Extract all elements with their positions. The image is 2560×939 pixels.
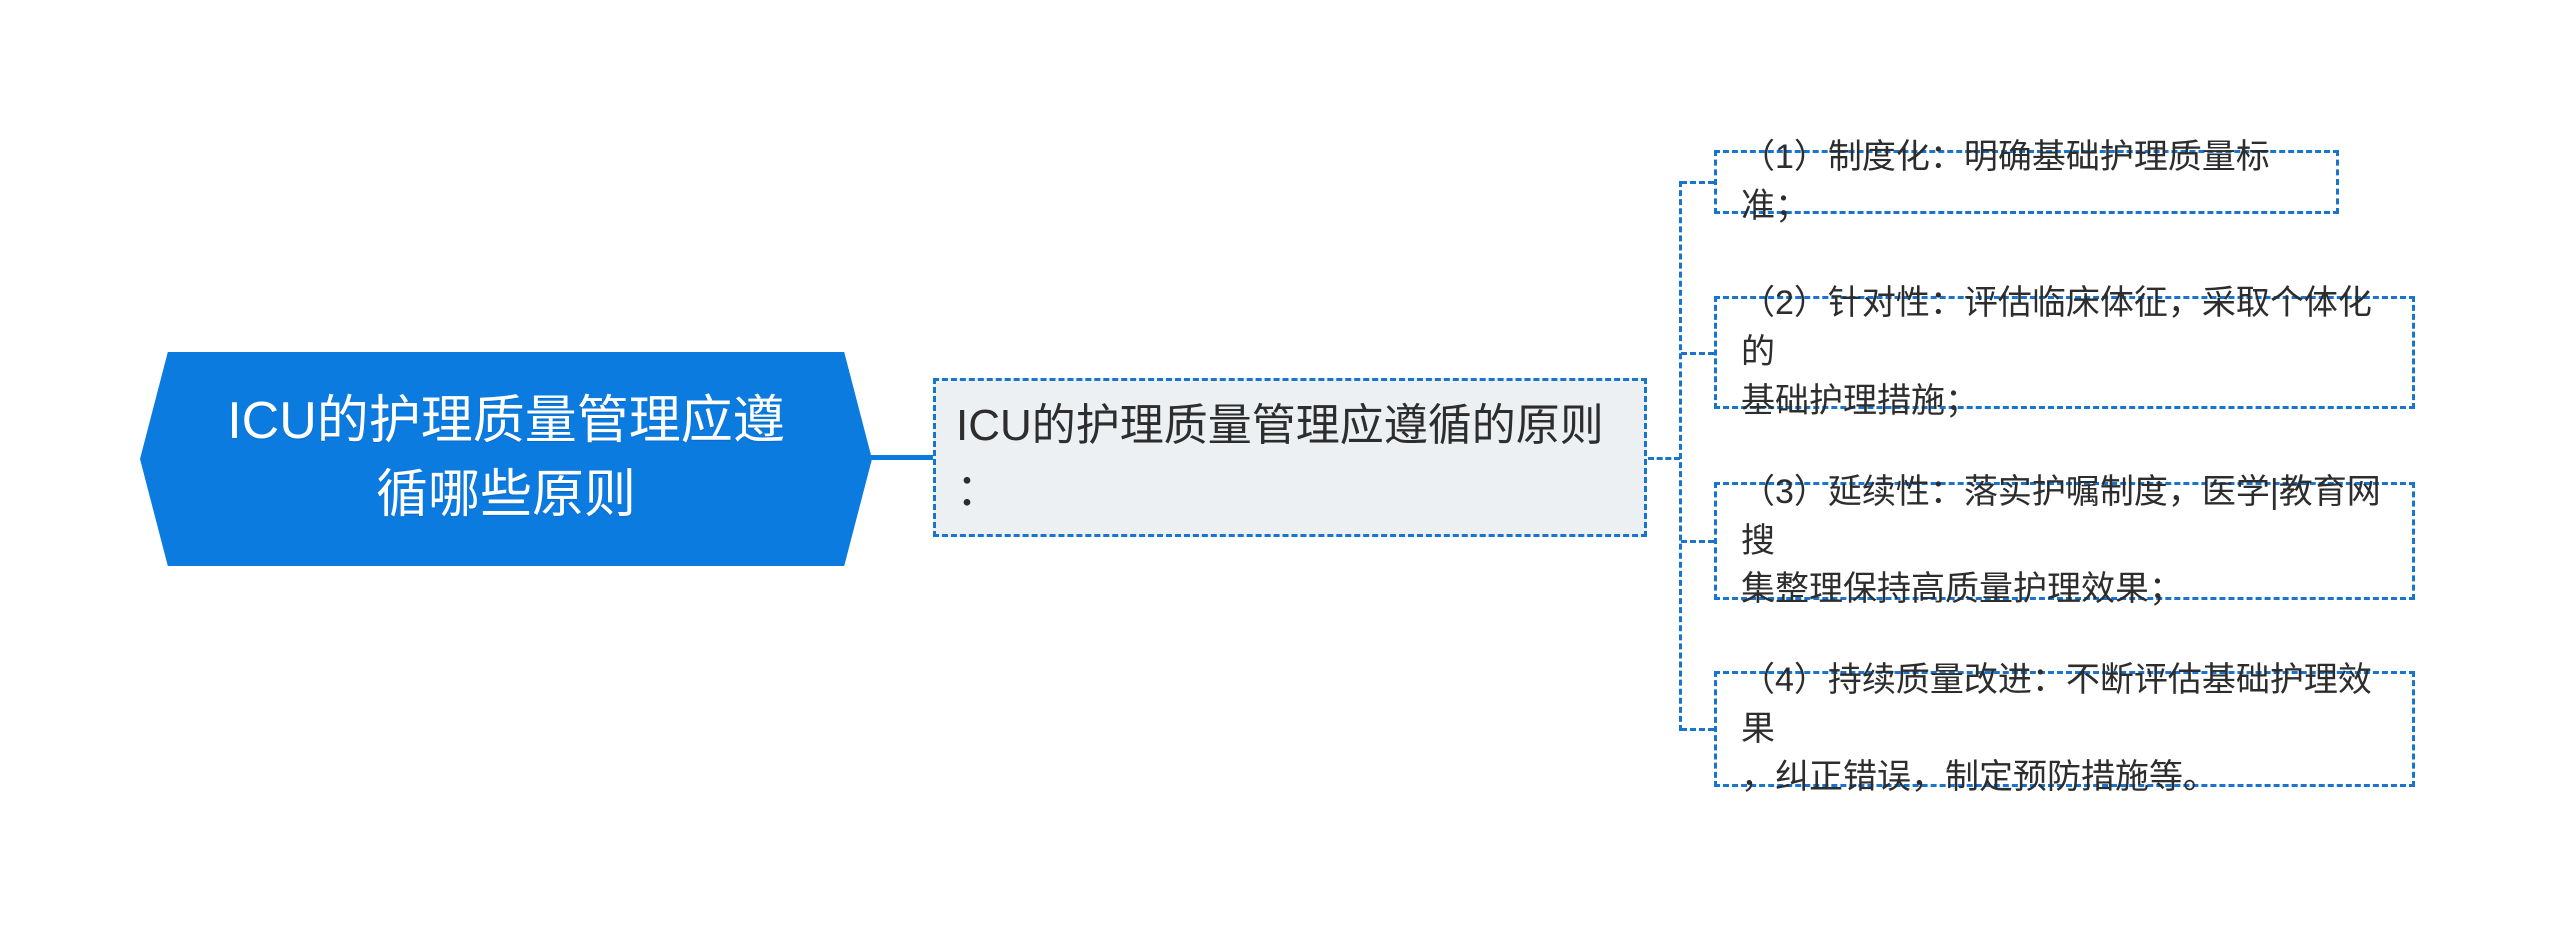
branch-spine-line bbox=[1679, 181, 1682, 731]
leaf-node-1[interactable]: （1）制度化：明确基础护理质量标准； bbox=[1714, 138, 2339, 225]
connector-branch-3 bbox=[1681, 540, 1714, 543]
leaf-node-4-label: （4）持续质量改进：不断评估基础护理效果 ，纠正错误，制定预防措施等。 bbox=[1741, 660, 2372, 797]
root-topic-node[interactable]: ICU的护理质量管理应遵 循哪些原则 bbox=[140, 352, 872, 566]
connector-branch-1 bbox=[1681, 181, 1714, 184]
central-topic-node[interactable]: ICU的护理质量管理应遵循的原则 ： bbox=[933, 378, 1647, 537]
leaf-node-2[interactable]: （2）针对性：评估临床体征，采取个体化的 基础护理措施； bbox=[1714, 284, 2415, 420]
root-topic-label: ICU的护理质量管理应遵 循哪些原则 bbox=[227, 392, 785, 524]
connector-branch-2 bbox=[1681, 352, 1714, 355]
leaf-node-1-label: （1）制度化：明确基础护理质量标准； bbox=[1741, 138, 2270, 225]
leaf-node-3-label: （3）延续性：落实护嘱制度，医学|教育网搜 集整理保持高质量护理效果； bbox=[1741, 472, 2381, 609]
leaf-node-2-label: （2）针对性：评估临床体征，采取个体化的 基础护理措施； bbox=[1741, 284, 2372, 420]
leaf-node-4[interactable]: （4）持续质量改进：不断评估基础护理效果 ，纠正错误，制定预防措施等。 bbox=[1714, 661, 2415, 796]
connector-root-to-topic bbox=[868, 455, 935, 460]
central-topic-label: ICU的护理质量管理应遵循的原则 ： bbox=[956, 401, 1604, 516]
connector-branch-4 bbox=[1681, 728, 1714, 731]
connector-topic-to-spine bbox=[1648, 457, 1680, 460]
leaf-node-3[interactable]: （3）延续性：落实护嘱制度，医学|教育网搜 集整理保持高质量护理效果； bbox=[1714, 473, 2415, 608]
